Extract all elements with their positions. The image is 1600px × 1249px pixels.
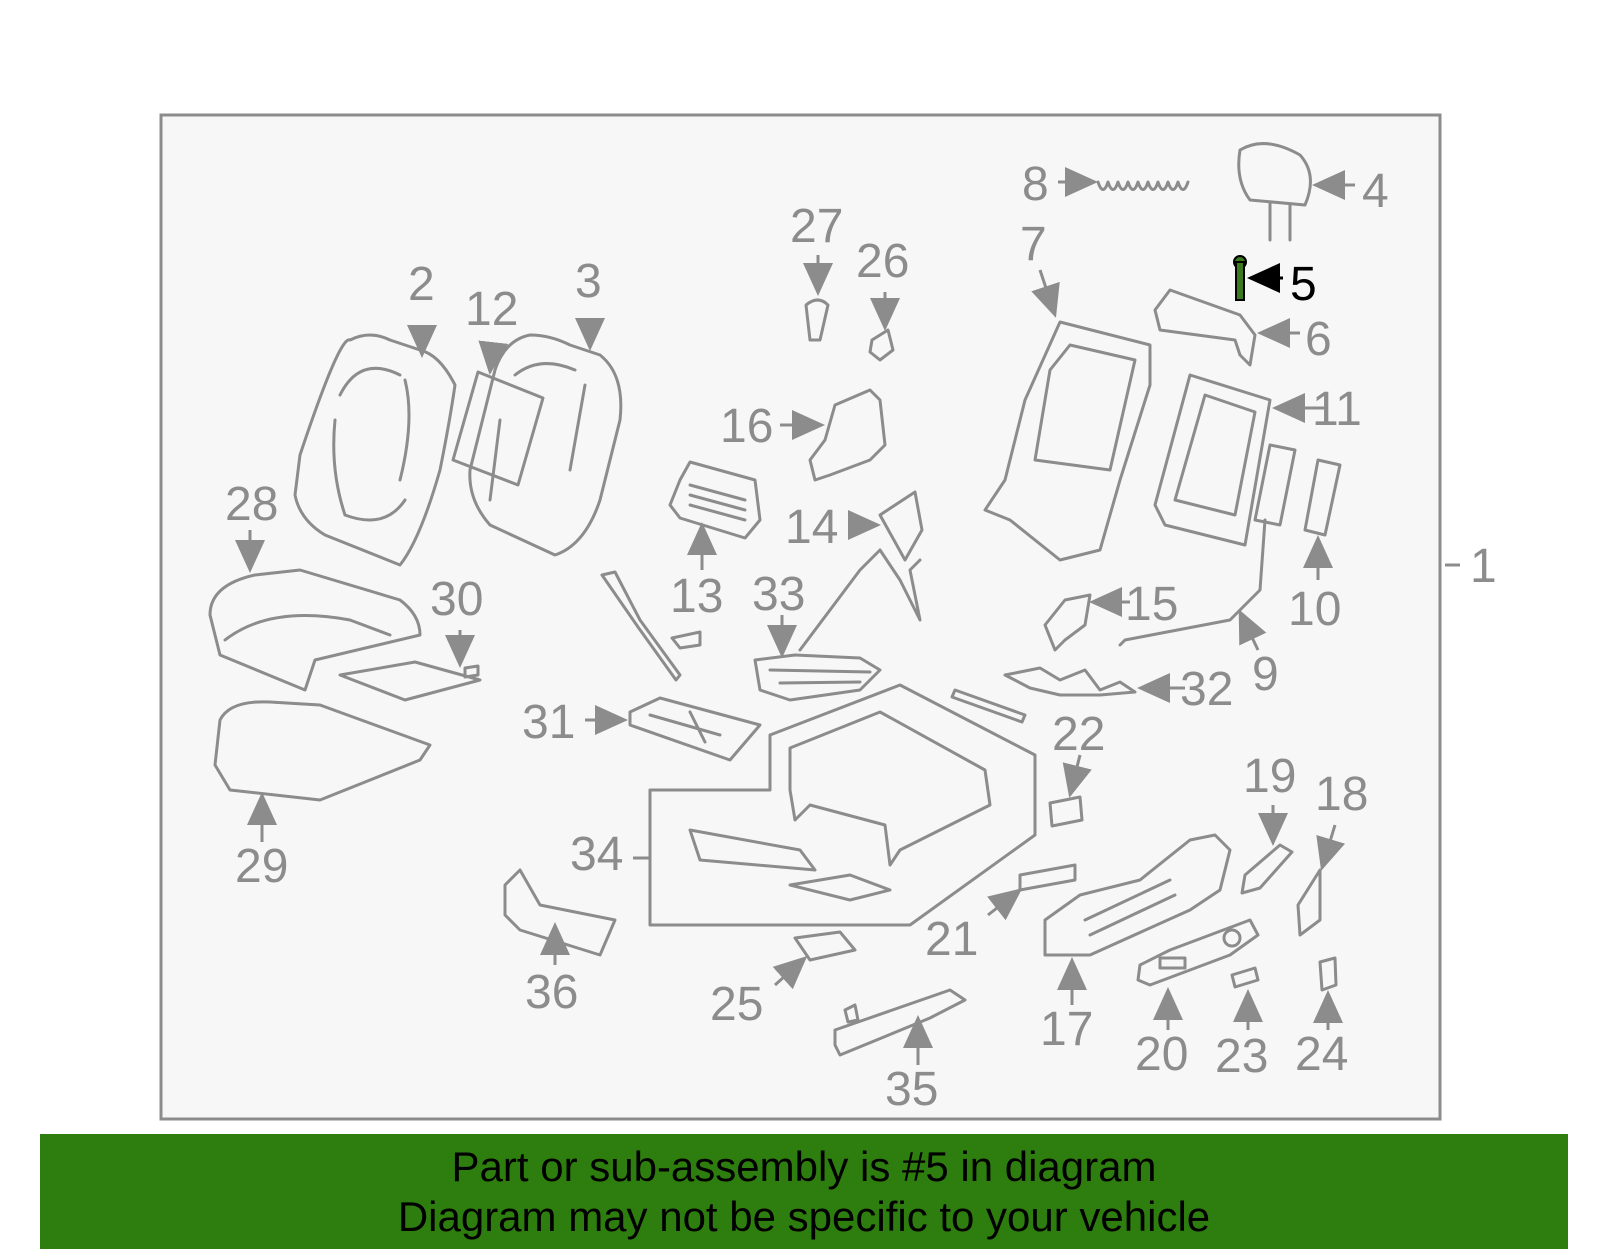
part-25-module <box>772 930 857 990</box>
label-24: 24 <box>1295 1028 1348 1081</box>
part-33-harness <box>753 548 922 702</box>
part-22-switch <box>1048 754 1092 828</box>
label-7: 7 <box>1020 218 1047 271</box>
part-7-seatback-frame <box>983 269 1152 562</box>
part-10-panel <box>1253 443 1342 580</box>
parts-diagram: 1 2 3 4 5 6 7 8 9 10 11 12 13 14 15 16 1… <box>159 113 1497 1121</box>
part-29-cushion-pad <box>213 700 432 842</box>
part-3-seatback-cover <box>468 318 623 557</box>
part-16-shield <box>780 388 887 482</box>
label-4: 4 <box>1362 165 1389 218</box>
banner-line-1: Part or sub-assembly is #5 in diagram <box>451 1143 1157 1190</box>
label-5: 5 <box>1290 258 1317 311</box>
label-20: 20 <box>1135 1028 1188 1081</box>
part-13-recliner <box>668 460 762 570</box>
label-29: 29 <box>235 840 288 893</box>
part-tube <box>950 688 1027 724</box>
label-28: 28 <box>225 478 278 531</box>
part-12-pad <box>451 340 545 487</box>
label-35: 35 <box>885 1063 938 1116</box>
part-8-spring <box>1058 167 1190 197</box>
part-21-switch <box>987 863 1077 921</box>
label-2: 2 <box>408 258 435 311</box>
banner-line-2: Diagram may not be specific to your vehi… <box>397 1193 1211 1240</box>
label-19: 19 <box>1243 750 1296 803</box>
label-17: 17 <box>1040 1003 1093 1056</box>
part-19-handle <box>1240 805 1294 895</box>
label-16: 16 <box>720 400 773 453</box>
label-23: 23 <box>1215 1030 1268 1083</box>
part-17-side-shield <box>1043 833 1232 1005</box>
label-34: 34 <box>570 828 623 881</box>
info-banner: Part or sub-assembly is #5 in diagram Di… <box>40 1134 1568 1249</box>
label-22: 22 <box>1052 708 1105 761</box>
label-25: 25 <box>710 978 763 1031</box>
label-21: 21 <box>925 913 978 966</box>
diagram-frame <box>159 113 1442 1121</box>
part-31-cushion-support <box>585 696 762 762</box>
label-32: 32 <box>1180 663 1233 716</box>
part-11-back-panel <box>1153 373 1325 547</box>
label-13: 13 <box>670 570 723 623</box>
part-9-cable <box>1118 518 1267 651</box>
part-14-bezel <box>848 490 924 562</box>
part-35-trim-strip <box>833 988 967 1065</box>
part-36-trim <box>503 868 617 965</box>
label-3: 3 <box>575 255 602 308</box>
part-34-track-assembly <box>633 683 1037 927</box>
label-8: 8 <box>1022 158 1049 211</box>
label-12: 12 <box>465 283 518 336</box>
part-4-headrest <box>1237 142 1355 242</box>
label-11: 11 <box>1312 383 1362 436</box>
label-9: 9 <box>1252 648 1279 701</box>
part-23-knob <box>1230 966 1263 1030</box>
part-6-bracket <box>1153 288 1300 367</box>
label-1: 1 <box>1470 540 1497 593</box>
part-rod <box>600 570 702 682</box>
part-18-cover <box>1296 824 1346 937</box>
part-26-clip <box>868 292 900 362</box>
label-14: 14 <box>785 501 838 554</box>
label-6: 6 <box>1305 313 1332 366</box>
part-24-knob <box>1313 956 1343 1030</box>
label-33: 33 <box>752 568 805 621</box>
part-2-seatback-cover <box>293 325 457 567</box>
part-30-mat <box>338 630 482 702</box>
label-26: 26 <box>856 235 909 288</box>
label-31: 31 <box>522 696 575 749</box>
part-5-guide <box>1233 255 1283 301</box>
part-20-switch-bezel <box>1136 918 1260 1030</box>
label-15: 15 <box>1125 578 1178 631</box>
part-32-wiring <box>1003 666 1185 703</box>
label-30: 30 <box>430 573 483 626</box>
label-36: 36 <box>525 966 578 1019</box>
label-10: 10 <box>1288 583 1341 636</box>
part-27-button <box>803 255 833 342</box>
part-28-cushion-cover <box>208 530 422 692</box>
part-15-trim <box>1043 587 1130 652</box>
label-18: 18 <box>1315 768 1368 821</box>
label-27: 27 <box>790 200 843 253</box>
